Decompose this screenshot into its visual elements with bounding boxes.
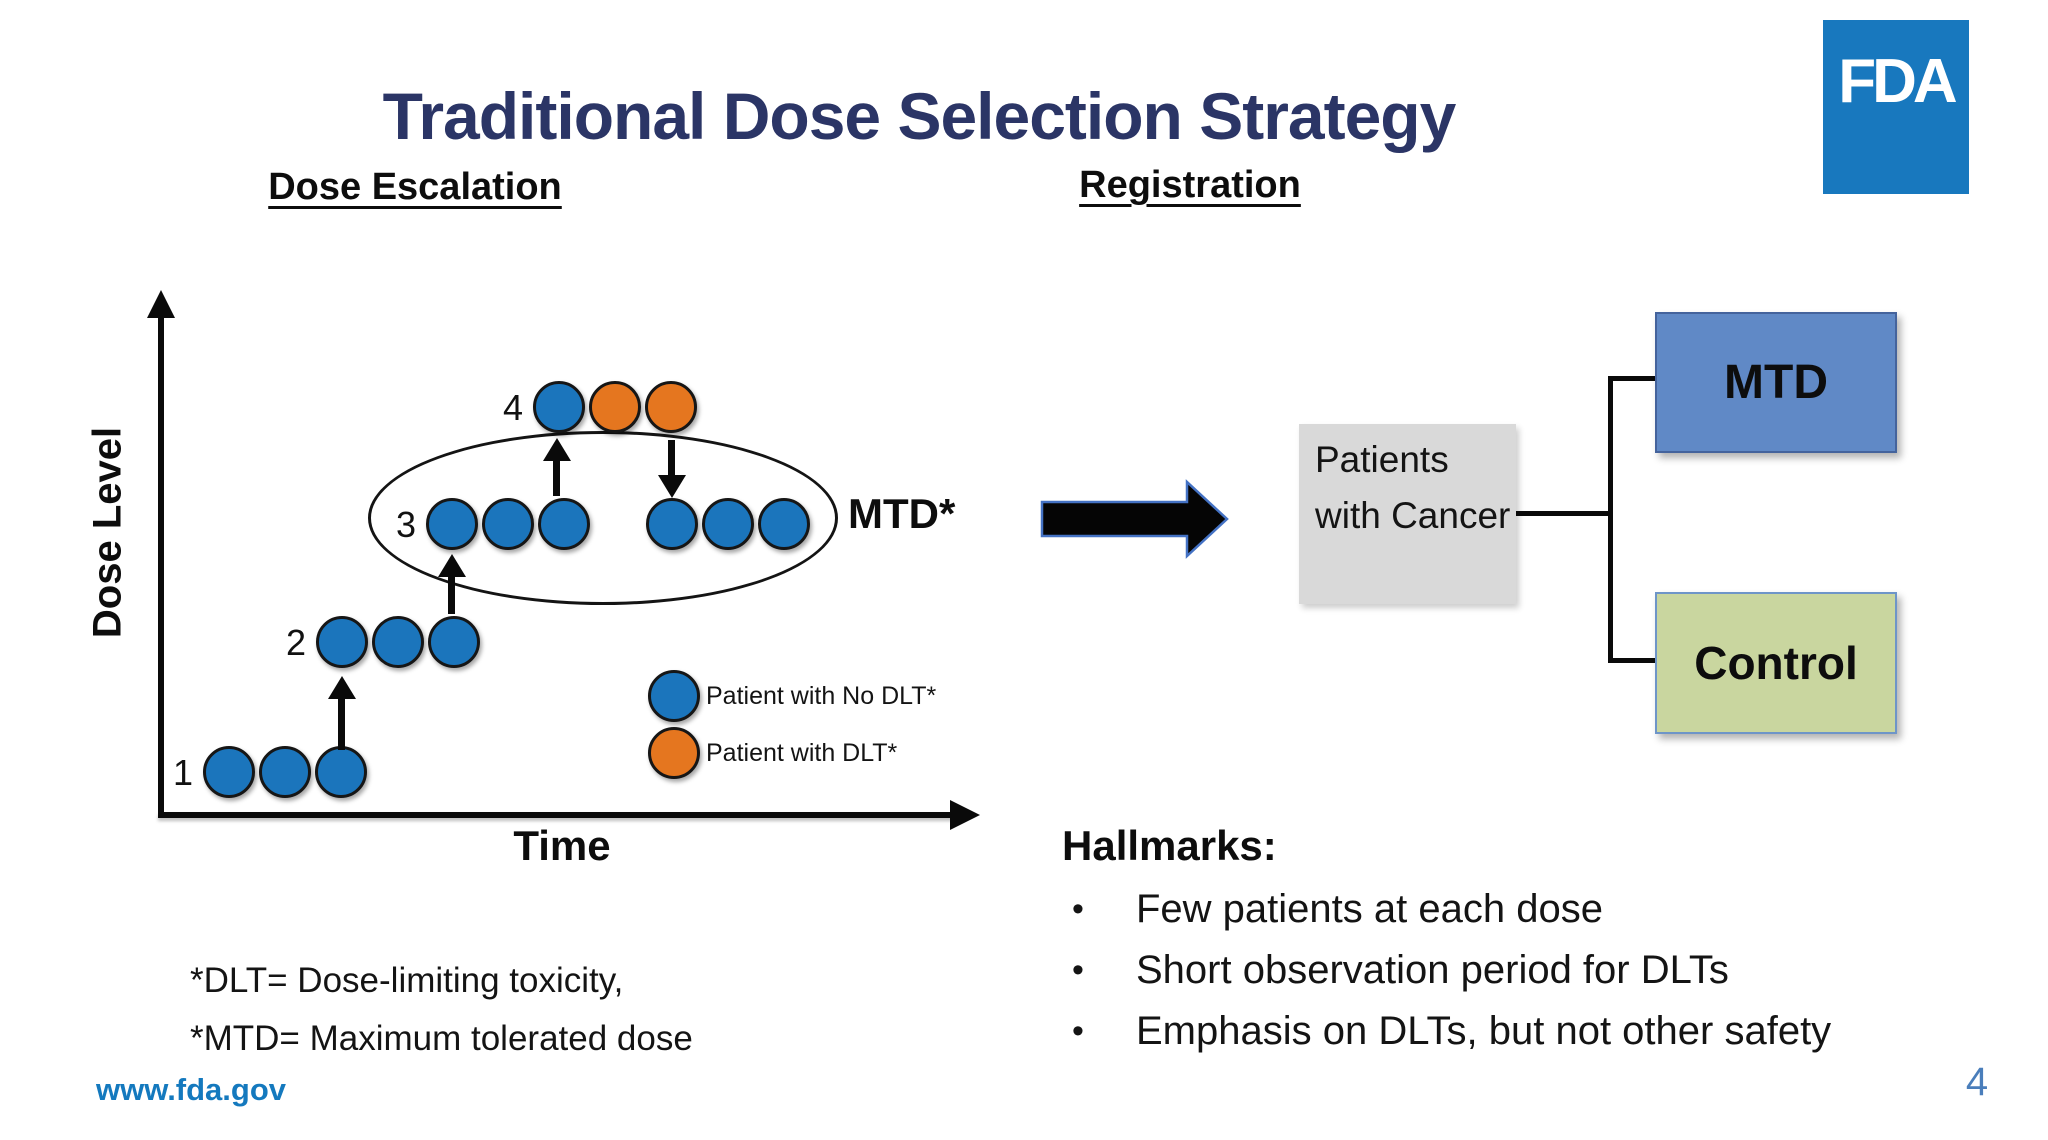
dose-level-label: 4 bbox=[502, 387, 523, 428]
dose-level-label: 3 bbox=[395, 504, 416, 545]
hallmark-text: Emphasis on DLTs, but not other safety bbox=[1136, 1009, 1832, 1053]
footnote-mtd: *MTD= Maximum tolerated dose bbox=[190, 1019, 693, 1058]
hallmark-item: • Few patients at each dose bbox=[1062, 886, 2022, 932]
patient-no-dlt-circle bbox=[646, 498, 698, 550]
patient-no-dlt-circle bbox=[538, 498, 590, 550]
dose-escalation-heading: Dose Escalation bbox=[268, 166, 562, 208]
patient-cohort-group bbox=[203, 746, 367, 798]
patient-cohort-group bbox=[646, 498, 810, 550]
dose-level-4-row: 4 bbox=[503, 381, 697, 433]
hallmarks-heading: Hallmarks: bbox=[1062, 822, 1277, 869]
patient-no-dlt-circle bbox=[259, 746, 311, 798]
patient-no-dlt-circle bbox=[702, 498, 754, 550]
x-axis-label: Time bbox=[513, 822, 611, 869]
patient-no-dlt-circle bbox=[482, 498, 534, 550]
connector-line bbox=[1608, 658, 1658, 663]
y-axis-line bbox=[158, 314, 164, 818]
patient-no-dlt-circle bbox=[758, 498, 810, 550]
dose-level-4-cohorts bbox=[533, 381, 697, 433]
dose-level-3-row: 3 bbox=[396, 498, 810, 550]
dose-level-label: 1 bbox=[172, 752, 193, 793]
legend: Patient with No DLT* Patient with DLT* bbox=[648, 670, 936, 784]
control-box: Control bbox=[1655, 592, 1897, 734]
patient-no-dlt-circle bbox=[426, 498, 478, 550]
hallmark-text: Short observation period for DLTs bbox=[1136, 948, 1729, 992]
page-title: Traditional Dose Selection Strategy bbox=[382, 79, 1457, 153]
patient-no-dlt-circle bbox=[533, 381, 585, 433]
mtd-box: MTD bbox=[1655, 312, 1897, 453]
page-number: 4 bbox=[1965, 1060, 1989, 1104]
hallmark-item: • Emphasis on DLTs, but not other safety bbox=[1062, 1008, 2022, 1054]
patient-no-dlt-circle bbox=[316, 616, 368, 668]
dose-level-1-row: 1 bbox=[173, 746, 367, 798]
x-axis-line bbox=[158, 812, 953, 818]
escalation-arrow-level1-to-2-icon bbox=[328, 676, 356, 752]
footnote-dlt: *DLT= Dose-limiting toxicity, bbox=[190, 961, 624, 1000]
connector-line bbox=[1516, 511, 1613, 516]
hallmarks-section: Hallmarks: • Few patients at each dose • Sh… bbox=[1062, 822, 2022, 1069]
patient-dlt-circle bbox=[645, 381, 697, 433]
dose-level-label: 2 bbox=[285, 622, 306, 663]
legend-item: Patient with DLT* bbox=[648, 727, 936, 779]
hallmark-text: Few patients at each dose bbox=[1136, 887, 1603, 931]
mtd-ellipse-outline bbox=[368, 431, 838, 605]
patient-dlt-circle bbox=[589, 381, 641, 433]
legend-item: Patient with No DLT* bbox=[648, 670, 936, 722]
patients-with-cancer-box: Patients with Cancer bbox=[1299, 424, 1516, 604]
patient-cohort-group bbox=[426, 498, 590, 550]
legend-swatch-circle bbox=[648, 727, 700, 779]
footer-link[interactable]: www.fda.gov bbox=[96, 1072, 287, 1107]
fda-logo: FDA bbox=[1823, 20, 1969, 194]
transition-arrow-icon bbox=[1040, 479, 1229, 559]
patient-no-dlt-circle bbox=[372, 616, 424, 668]
connector-line bbox=[1608, 376, 1658, 381]
y-axis-arrowhead-icon bbox=[147, 290, 175, 318]
escalation-arrow-level2-to-3-icon bbox=[438, 554, 466, 616]
x-axis-arrowhead-icon bbox=[950, 800, 980, 830]
hallmarks-list: • Few patients at each dose • Short observa… bbox=[1062, 886, 2022, 1054]
connector-line bbox=[1608, 376, 1613, 663]
patient-no-dlt-circle bbox=[203, 746, 255, 798]
fda-logo-text: FDA bbox=[1838, 47, 1957, 116]
mtd-annotation: MTD* bbox=[848, 490, 956, 537]
bullet-icon: • bbox=[1072, 890, 1084, 928]
dose-level-2-cohorts bbox=[316, 616, 480, 668]
dose-level-3-cohorts bbox=[426, 498, 810, 550]
bullet-icon: • bbox=[1072, 1012, 1084, 1050]
escalation-arrow-level3-to-4-icon bbox=[543, 438, 571, 498]
y-axis-label: Dose Level bbox=[85, 426, 130, 639]
registration-heading: Registration bbox=[1079, 164, 1301, 206]
footnotes: *DLT= Dose-limiting toxicity, *MTD= Maxi… bbox=[190, 952, 693, 1068]
deescalation-arrow-level4-to-3-icon bbox=[658, 440, 686, 498]
patient-no-dlt-circle bbox=[428, 616, 480, 668]
legend-label: Patient with No DLT* bbox=[706, 681, 937, 710]
patient-no-dlt-circle bbox=[315, 746, 367, 798]
dose-level-1-cohorts bbox=[203, 746, 367, 798]
legend-swatch-circle bbox=[648, 670, 700, 722]
patient-cohort-group bbox=[316, 616, 480, 668]
dose-level-2-row: 2 bbox=[286, 616, 480, 668]
hallmark-item: • Short observation period for DLTs bbox=[1062, 947, 2022, 993]
legend-label: Patient with DLT* bbox=[706, 738, 898, 767]
patient-cohort-group bbox=[533, 381, 697, 433]
bullet-icon: • bbox=[1072, 951, 1084, 989]
